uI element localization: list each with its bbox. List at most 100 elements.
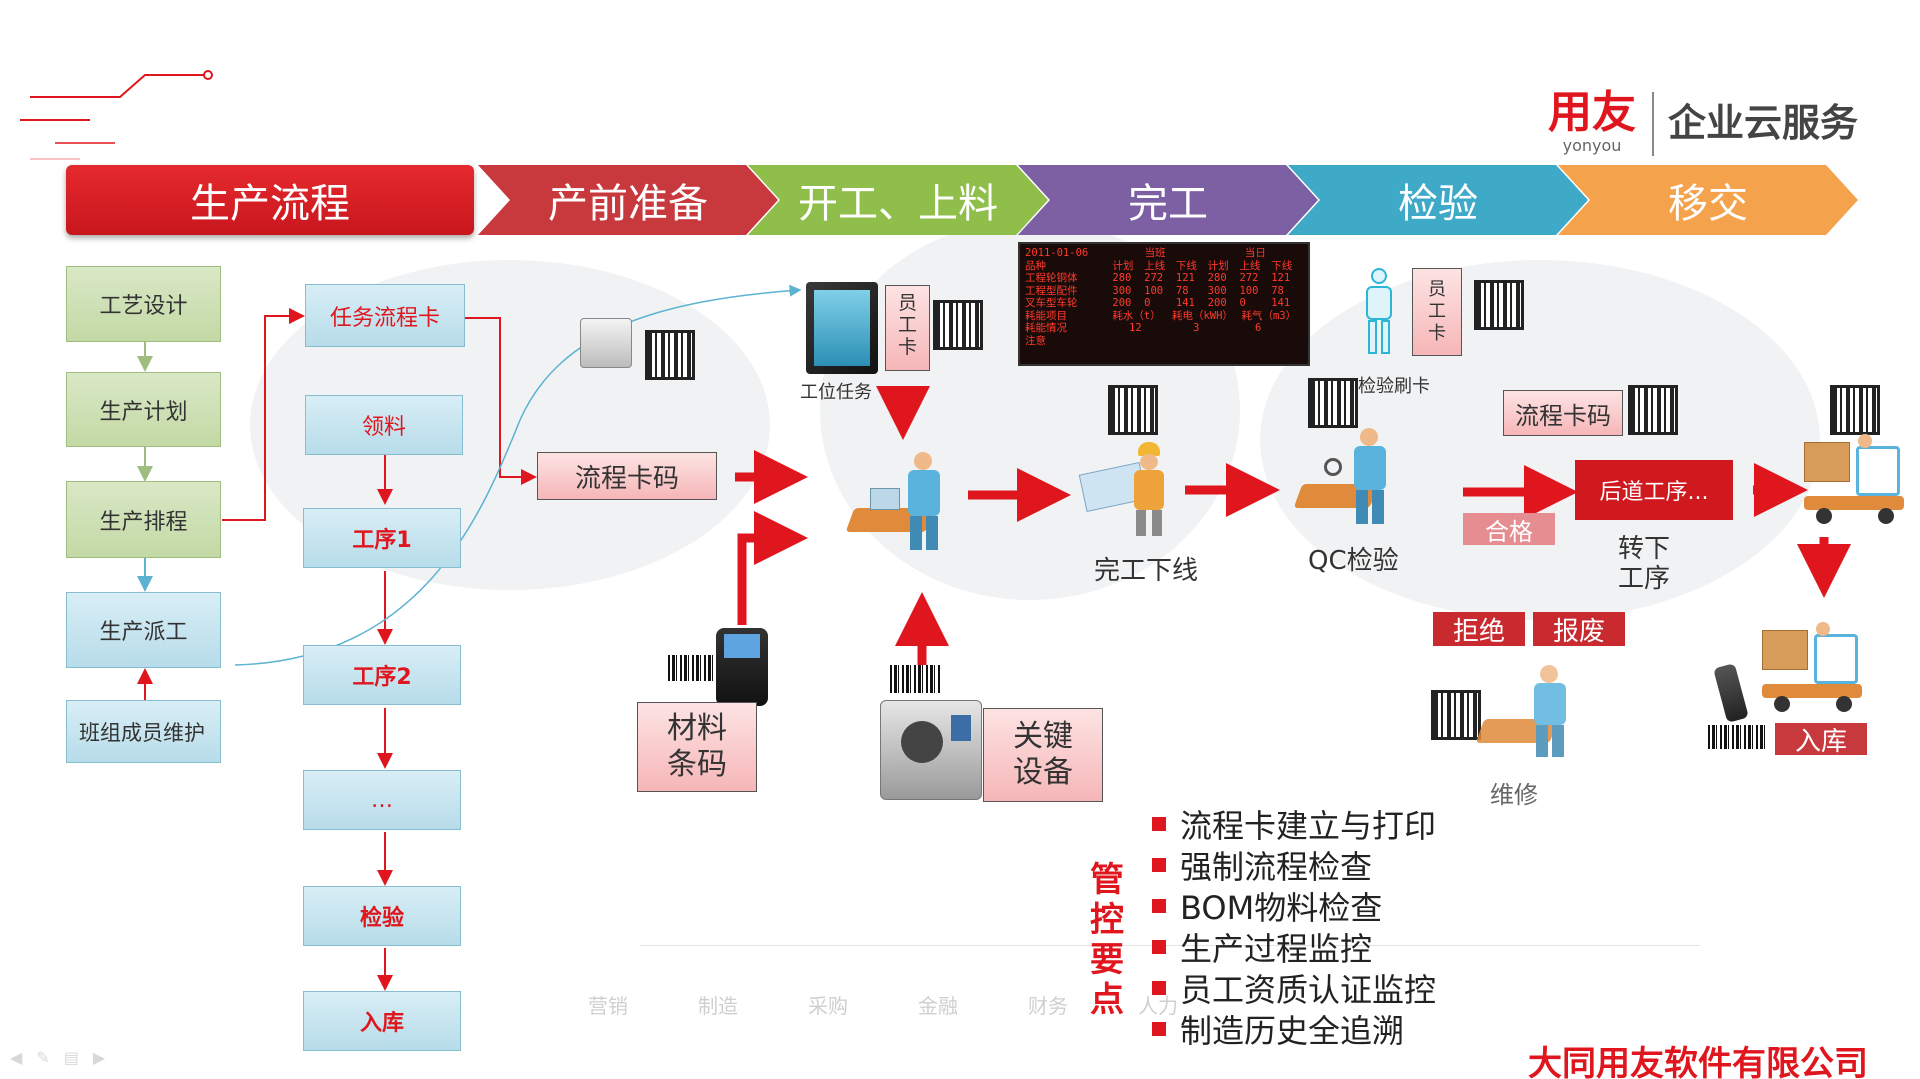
qualified-tag: 合格 (1463, 513, 1555, 546)
qr-code-icon (1628, 385, 1678, 435)
barcode-icon (890, 665, 940, 693)
qr-code-icon (1474, 280, 1524, 330)
box-label: 工序1 (352, 528, 412, 553)
prev-slide-icon[interactable]: ◀ (10, 1048, 23, 1067)
board-cell: 200 (1207, 297, 1227, 309)
qr-code-icon (1108, 385, 1158, 435)
list-item: 制造历史全追溯 (1152, 1008, 1436, 1050)
repair-label: 维修 (1490, 781, 1538, 809)
board-cell: 耗水（t） (1112, 309, 1161, 322)
board-cell: 耗能项目 (1025, 309, 1067, 322)
box-label: 生产排程 (99, 509, 188, 535)
box-label: 员 工 卡 (897, 292, 917, 358)
board-cell: 0 (1144, 297, 1151, 309)
board-cell: 100 (1239, 284, 1259, 297)
key-equipment-box: 关键 设备 (983, 708, 1103, 802)
board-cell: 注意 (1025, 334, 1046, 347)
next-slide-icon[interactable]: ▶ (92, 1048, 106, 1067)
cnc-machine-icon (880, 700, 982, 800)
board-cell: 0 (1239, 297, 1246, 309)
process-1-box: 工序1 (303, 508, 461, 568)
material-requisition-box: 领料 (305, 395, 463, 455)
tag-label: 拒绝 (1452, 616, 1505, 647)
board-group: 当班 (1144, 247, 1166, 259)
employee-card-box: 员 工 卡 (1412, 268, 1462, 356)
logo-brand: 用友 (1548, 87, 1636, 138)
forklift-icon (1758, 618, 1868, 713)
nav-item: 金融 (918, 994, 958, 1018)
board-cell: 耗气（m3） (1241, 309, 1297, 322)
box-label: 员 工 卡 (1428, 279, 1446, 344)
tag-label: 报废 (1552, 616, 1605, 647)
printer-icon (580, 318, 632, 368)
repair-worker-icon (1475, 665, 1576, 759)
board-cell: 工程型配件 (1025, 284, 1078, 297)
finish-offline-label: 完工下线 (1094, 556, 1199, 586)
board-cell: 141 (1175, 297, 1195, 309)
board-cell: 280 (1207, 272, 1227, 284)
board-cell: 12 (1129, 322, 1142, 334)
stage-finish: 完工 (1018, 165, 1318, 235)
stage-label: 生产流程 (190, 181, 350, 227)
stage-pre-production: 产前准备 (478, 165, 778, 235)
handheld-scanner-icon (716, 628, 768, 706)
nav-item: 制造 (698, 994, 738, 1018)
process-more-box: … (303, 770, 461, 830)
board-cell: 100 (1144, 284, 1164, 297)
stage-handover: 移交 (1558, 165, 1858, 235)
forklift-icon (1800, 430, 1910, 525)
qr-code-icon (1308, 378, 1358, 428)
production-schedule-box: 生产排程 (66, 481, 221, 558)
box-label: 材料 条码 (667, 711, 727, 782)
stage-label: 完工 (1128, 181, 1208, 227)
team-member-maintenance-box: 班组成员维护 (66, 700, 221, 763)
material-barcode-box: 材料 条码 (637, 702, 757, 792)
qr-code-icon (645, 330, 695, 380)
stage-production-flow: 生产流程 (66, 165, 474, 235)
flow-card-code-box: 流程卡码 (537, 452, 717, 500)
stage-label: 开工、上料 (798, 181, 998, 227)
board-cell: 上线 (1144, 259, 1166, 272)
board-cell: 141 (1271, 297, 1291, 309)
employee-figure-icon (1362, 268, 1396, 356)
pen-icon[interactable]: ✎ (36, 1048, 50, 1067)
tag-label: 入库 (1794, 726, 1847, 757)
board-cell: 272 (1144, 272, 1164, 284)
box-label: 入库 (359, 1011, 404, 1036)
inspection-box: 检验 (303, 886, 461, 946)
list-item: 生产过程监控 (1152, 926, 1436, 968)
slide-controls[interactable]: ◀ ✎ ▤ ▶ (10, 1048, 105, 1067)
production-dispatch-box: 生产派工 (66, 592, 221, 668)
qr-code-icon (933, 300, 983, 350)
box-label: 领料 (361, 415, 406, 440)
warehouse-in-box: 入库 (303, 991, 461, 1051)
list-item: 员工资质认证监控 (1152, 967, 1437, 1009)
company-name: 大同用友软件有限公司 (1528, 1044, 1868, 1079)
stage-label: 产前准备 (548, 181, 708, 227)
board-cell: 计划 (1112, 259, 1134, 272)
nav-item: 营销 (588, 994, 628, 1018)
board-cell: 下线 (1175, 259, 1197, 272)
nav-item: 采购 (808, 994, 848, 1018)
box-label: 流程卡码 (1515, 401, 1611, 430)
qr-code-icon (1431, 690, 1481, 740)
box-label: … (371, 787, 393, 813)
list-item: 强制流程检查 (1152, 844, 1436, 886)
decorative-lines (20, 70, 213, 160)
board-cell: 6 (1255, 322, 1262, 334)
employee-card-box: 员 工 卡 (885, 285, 930, 371)
list-item-label: 员工资质认证监控 (1180, 970, 1437, 1009)
stage-label: 检验 (1398, 181, 1478, 227)
stage-start-loading: 开工、上料 (748, 165, 1048, 235)
box-label: 生产计划 (99, 399, 188, 425)
box-label: 流程卡码 (574, 463, 679, 494)
transfer-next-process-label: 转下 工序 (1618, 534, 1671, 594)
warehouse-in-tag: 入库 (1775, 723, 1867, 757)
board-cell: 272 (1239, 272, 1259, 284)
board-cell: 耗电（kWH） (1171, 309, 1233, 322)
menu-icon[interactable]: ▤ (63, 1048, 79, 1067)
bottom-nav: 营销 制造 采购 金融 财务 人力 (553, 990, 1213, 1019)
box-label: 工序2 (352, 665, 412, 690)
